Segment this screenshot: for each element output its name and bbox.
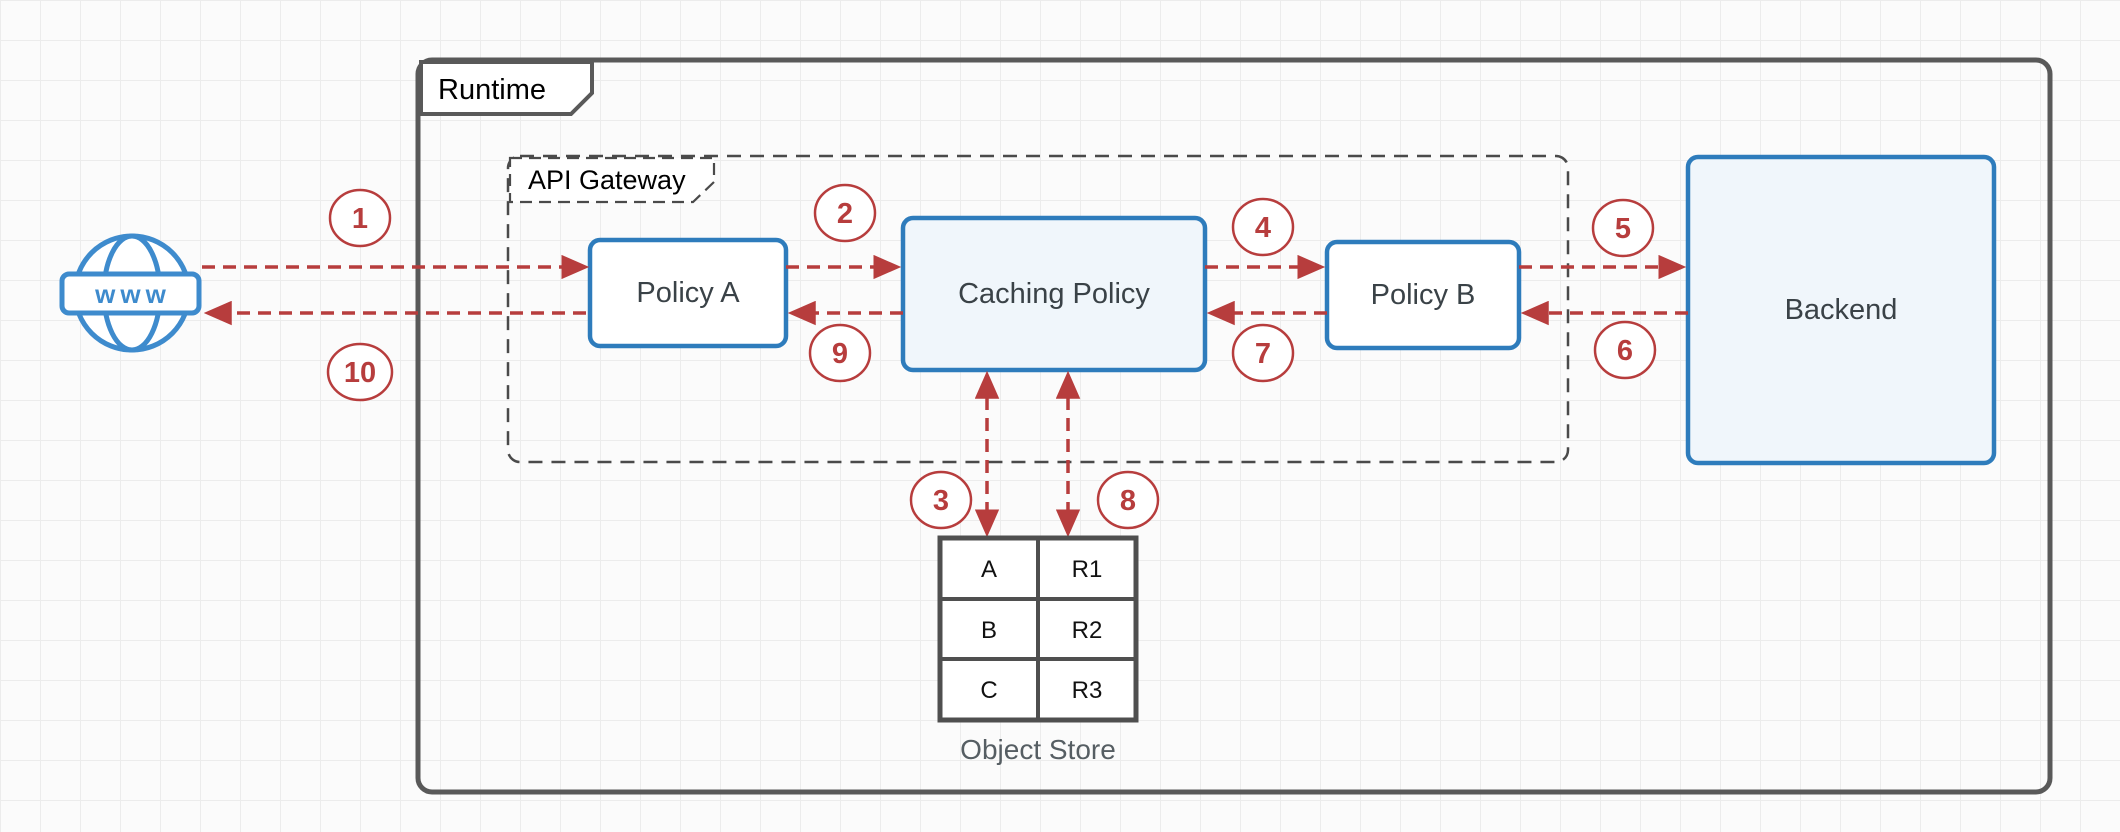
step-number-7: 7 <box>1255 338 1271 370</box>
step-badge-10: 10 <box>326 342 394 402</box>
api-gateway-tab <box>508 156 716 204</box>
step-badge-4: 4 <box>1231 197 1295 257</box>
step-badge-8: 8 <box>1096 470 1160 530</box>
step-number-6: 6 <box>1617 335 1633 367</box>
backend-label: Backend <box>1785 294 1898 326</box>
backend-box <box>1685 154 1997 466</box>
step-badges: 1 2 3 4 5 6 7 <box>326 183 1657 530</box>
object-store-cell: B <box>981 617 997 644</box>
api-gateway-label: API Gateway <box>528 165 686 195</box>
caching-policy-box <box>900 215 1208 373</box>
policy-b-label: Policy B <box>1371 279 1476 311</box>
runtime-border <box>415 57 2053 795</box>
policy-a-node: Policy A <box>587 237 789 349</box>
step-badge-2: 2 <box>813 183 877 243</box>
step-number-4: 4 <box>1255 212 1271 244</box>
object-store-table: A R1 B R2 C R3 Object Store <box>937 535 1139 765</box>
www-label: www <box>94 279 171 309</box>
step-badge-9: 9 <box>808 323 872 383</box>
step-number-3: 3 <box>933 485 949 517</box>
object-store-cell: A <box>981 556 997 583</box>
runtime-container: Runtime <box>415 57 2053 795</box>
step-badge-5: 5 <box>1591 198 1655 258</box>
step-number-2: 2 <box>837 198 853 230</box>
step-badge-1: 1 <box>328 188 392 248</box>
step-number-1: 1 <box>352 203 368 235</box>
www-globe-icon: www <box>59 233 202 353</box>
flow-arrows <box>202 254 1688 538</box>
object-store-cell: R1 <box>1072 556 1103 583</box>
step-badge-7: 7 <box>1231 323 1295 383</box>
api-gateway-border <box>506 154 1570 464</box>
step-number-5: 5 <box>1615 213 1631 245</box>
api-gateway-container: API Gateway <box>506 154 1570 464</box>
step-number-10: 10 <box>344 357 376 389</box>
object-store-label: Object Store <box>960 734 1116 765</box>
step-number-9: 9 <box>832 338 848 370</box>
object-store-cell: R3 <box>1072 677 1103 704</box>
runtime-tab <box>419 60 594 116</box>
runtime-label: Runtime <box>438 74 546 106</box>
globe-banner <box>59 271 202 316</box>
step-badge-6: 6 <box>1593 320 1657 380</box>
object-store-cell: C <box>980 677 997 704</box>
policy-a-label: Policy A <box>636 277 740 309</box>
object-store-cell: R2 <box>1072 617 1103 644</box>
caching-policy-label: Caching Policy <box>958 278 1150 310</box>
caching-policy-node: Caching Policy <box>900 215 1208 373</box>
policy-b-box <box>1324 239 1522 351</box>
step-badge-3: 3 <box>909 470 973 530</box>
step-number-8: 8 <box>1120 485 1136 517</box>
policy-b-node: Policy B <box>1324 239 1522 351</box>
policy-a-box <box>587 237 789 349</box>
backend-node: Backend <box>1685 154 1997 466</box>
